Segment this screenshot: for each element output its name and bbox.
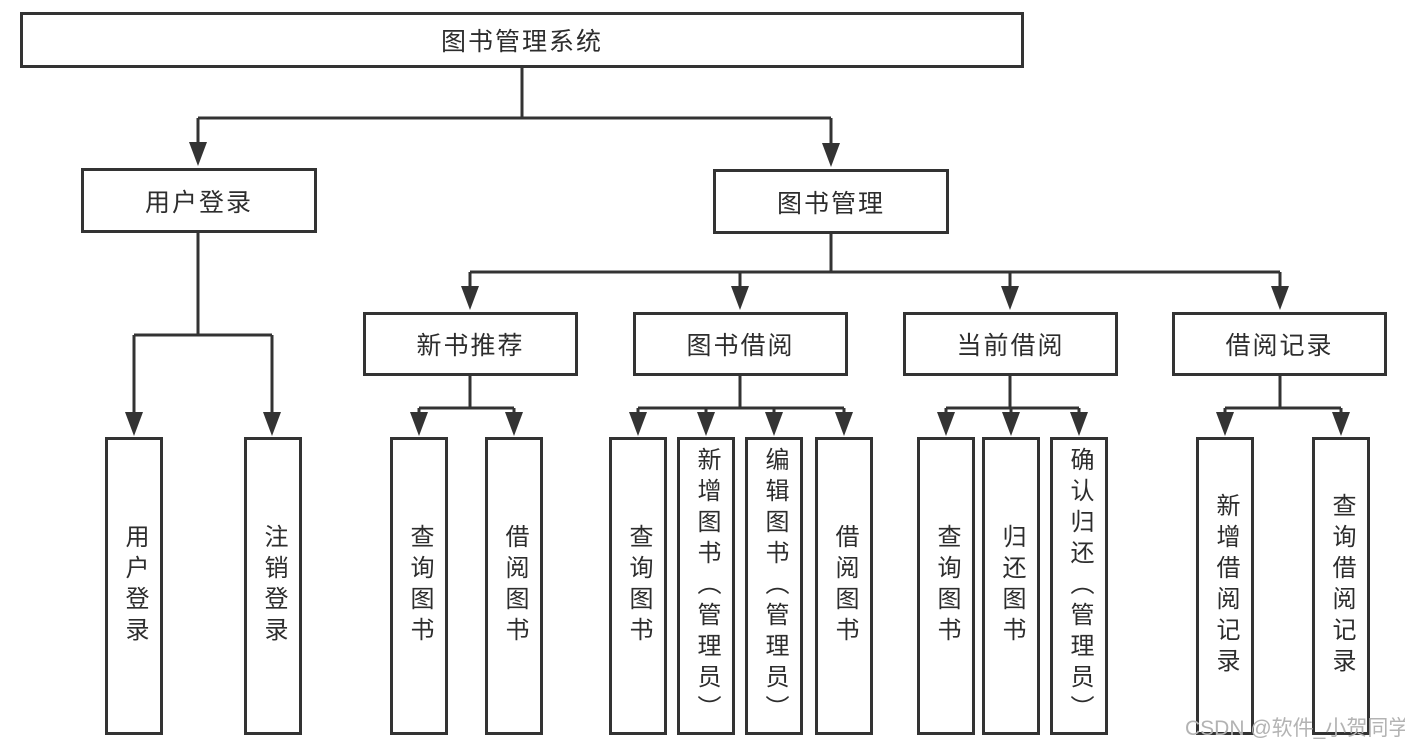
node-borrowing-records: 借阅记录 [1172, 312, 1387, 376]
leaf-return-books-label: 归还图书 [998, 524, 1025, 648]
leaf-add-borrow-record-label: 新增借阅记录 [1212, 493, 1239, 679]
leaf-query-books-current-label: 查询图书 [933, 524, 960, 648]
node-user-login-group: 用户登录 [81, 168, 317, 233]
leaf-query-books-recommend-label: 查询图书 [406, 524, 433, 648]
leaf-add-books-admin-label: 新增图书（管理员） [693, 446, 720, 726]
leaf-add-borrow-record: 新增借阅记录 [1196, 437, 1254, 735]
node-book-borrowing: 图书借阅 [633, 312, 848, 376]
leaf-query-books-borrowing: 查询图书 [609, 437, 667, 735]
leaf-return-books: 归还图书 [982, 437, 1040, 735]
leaf-borrow-books-borrowing: 借阅图书 [815, 437, 873, 735]
leaf-user-login-label: 用户登录 [121, 524, 148, 648]
node-current-borrowing: 当前借阅 [903, 312, 1118, 376]
leaf-user-login: 用户登录 [105, 437, 163, 735]
leaf-borrow-books-recommend: 借阅图书 [485, 437, 543, 735]
leaf-borrow-books-recommend-label: 借阅图书 [501, 524, 528, 648]
leaf-query-books-current: 查询图书 [917, 437, 975, 735]
leaf-confirm-return-admin-label: 确认归还（管理员） [1066, 446, 1093, 726]
leaf-query-books-borrowing-label: 查询图书 [625, 524, 652, 648]
leaf-query-borrow-record: 查询借阅记录 [1312, 437, 1370, 735]
leaf-confirm-return-admin: 确认归还（管理员） [1050, 437, 1108, 735]
node-new-book-recommendation: 新书推荐 [363, 312, 578, 376]
csdn-watermark: CSDN @软件_小贺同学 [1185, 717, 1405, 740]
leaf-logout-label: 注销登录 [260, 524, 287, 648]
node-book-management-group: 图书管理 [713, 169, 949, 234]
leaf-query-books-recommend: 查询图书 [390, 437, 448, 735]
leaf-borrow-books-borrowing-label: 借阅图书 [831, 524, 858, 648]
leaf-query-borrow-record-label: 查询借阅记录 [1328, 493, 1355, 679]
arrowheads [125, 142, 1350, 436]
leaf-add-books-admin: 新增图书（管理员） [677, 437, 735, 735]
leaf-edit-books-admin: 编辑图书（管理员） [745, 437, 803, 735]
node-library-management-system: 图书管理系统 [20, 12, 1024, 68]
leaf-edit-books-admin-label: 编辑图书（管理员） [761, 446, 788, 726]
leaf-logout: 注销登录 [244, 437, 302, 735]
